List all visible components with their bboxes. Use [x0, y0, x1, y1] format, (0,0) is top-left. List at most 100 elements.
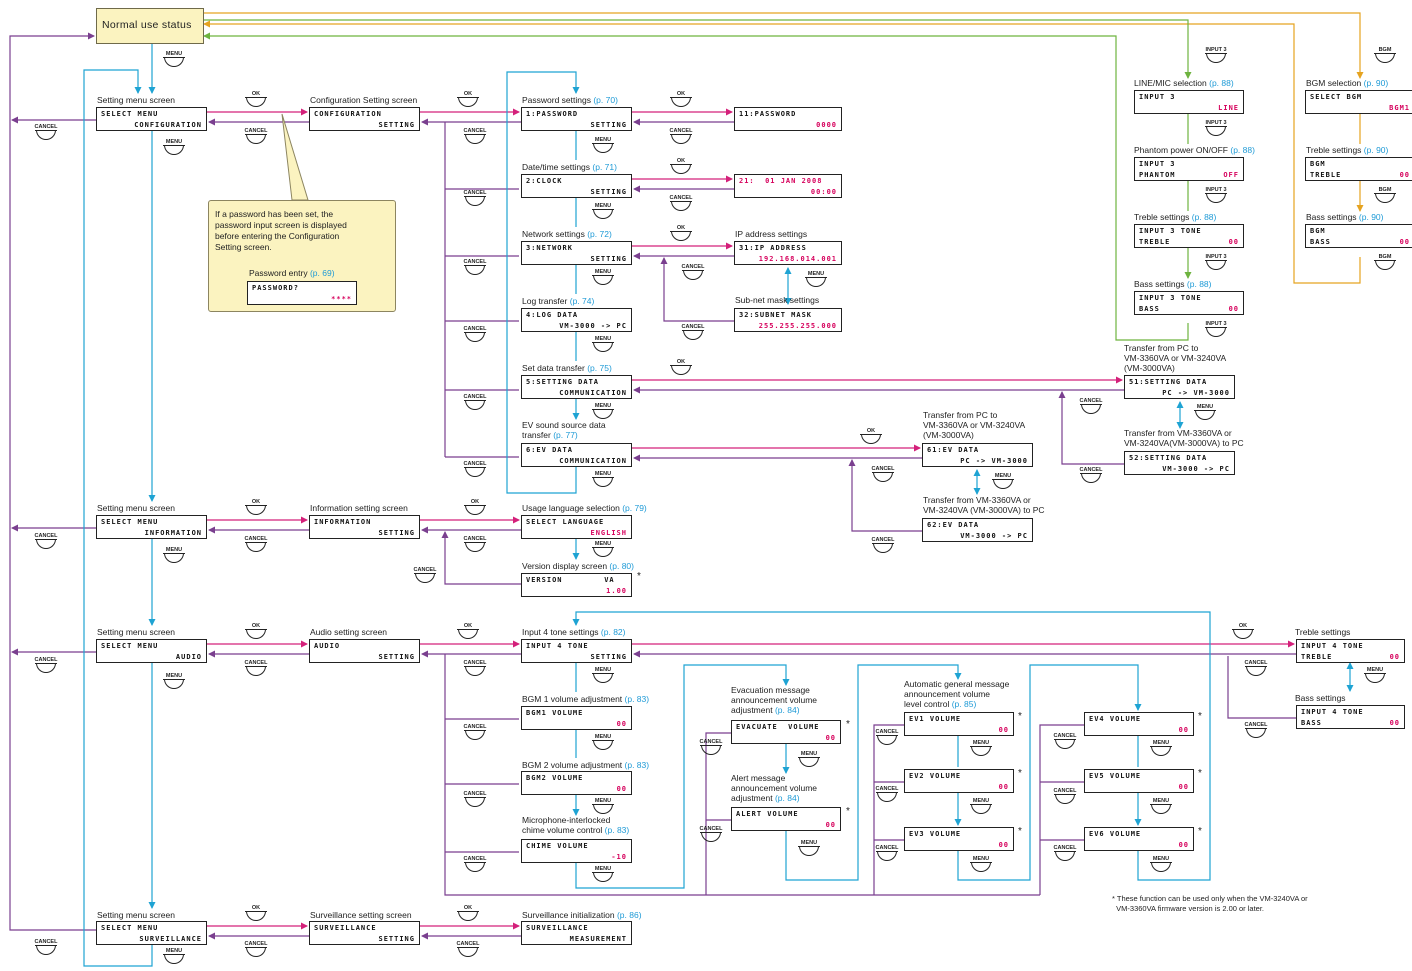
label-text: Transfer from VM-3360VA or VM-3240VA(VM-…	[1124, 428, 1244, 448]
ok-button-icon: OK	[243, 623, 269, 641]
screen-line-1: SURVEILLANCE	[526, 924, 589, 932]
cancel-button-icon: CANCEL	[1078, 467, 1104, 485]
cancel-button-icon: CANCEL	[462, 536, 488, 554]
ok-button-icon: OK	[243, 91, 269, 109]
button-caption: CANCEL	[875, 729, 899, 735]
button-caption: CANCEL	[1053, 788, 1077, 794]
label-text: Information setting screen	[310, 503, 408, 513]
label-bg1: BGM 1 volume adjustment (p. 83)	[522, 694, 649, 704]
screen-line-1: 51:SETTING DATA	[1129, 378, 1208, 386]
screen-line-2: 00	[1228, 305, 1239, 313]
label-srv: Surveillance setting screen	[310, 910, 412, 920]
label-text: Alert message announcement volume adjust…	[731, 773, 818, 803]
button-caption: CANCEL	[871, 466, 895, 472]
button-caption: MENU	[800, 840, 818, 846]
label-log: Log transfer (p. 74)	[522, 296, 594, 306]
button-shape	[876, 851, 898, 861]
button-caption: MENU	[165, 139, 183, 145]
button-shape	[670, 97, 692, 107]
button-caption: CANCEL	[244, 536, 268, 542]
page-ref: (p. 90)	[1361, 145, 1389, 155]
button-shape	[163, 553, 185, 563]
button-shape	[1245, 666, 1267, 676]
menu-button-icon: MENU	[1148, 798, 1174, 816]
screen-line-1: 32:SUBNET MASK	[739, 311, 813, 319]
button-shape	[464, 467, 486, 477]
label-in4: Input 4 tone settings (p. 82)	[522, 627, 626, 637]
button-caption: MENU	[1152, 740, 1170, 746]
screen-line-1b: TREBLE	[1139, 238, 1171, 246]
password-entry-label: Password entry (p. 69)	[249, 268, 335, 278]
button-caption: OK	[470, 499, 480, 505]
cancel-button-icon: CANCEL	[462, 259, 488, 277]
asterisk-mark: *	[846, 719, 850, 730]
screen-line-1: SELECT MENU	[101, 924, 159, 932]
button-caption: MENU	[594, 798, 612, 804]
menu-button-icon: MENU	[161, 547, 187, 565]
menu-button-icon: MENU	[590, 403, 616, 421]
screen-line-2: SETTING	[378, 529, 415, 537]
screen-line-2: VM-3000 -> PC	[960, 532, 1028, 540]
screen-line-1: BGM	[1310, 160, 1326, 168]
button-shape	[464, 134, 486, 144]
button-shape	[805, 277, 827, 287]
screen-line-2: 00	[1389, 719, 1400, 727]
normal-use-status[interactable]: Normal use status	[96, 8, 204, 44]
cancel-button-icon: CANCEL	[1243, 722, 1269, 740]
screen-setting-data-51[interactable]: 51:SETTING DATA PC -> VM-3000	[1124, 375, 1235, 399]
screen-line-1: INPUT 4 TONE	[1301, 708, 1364, 716]
screen-line-1: INPUT 3	[1139, 160, 1176, 168]
screen-chime-volume[interactable]: CHIME VOLUME-10	[521, 839, 632, 863]
screen-line-2: PC -> VM-3000	[1162, 389, 1230, 397]
button-shape	[592, 275, 614, 285]
button-caption: OK	[676, 225, 686, 231]
button-caption: CANCEL	[244, 941, 268, 947]
screen-line-2: INFORMATION	[144, 529, 202, 537]
button-shape	[414, 573, 436, 583]
